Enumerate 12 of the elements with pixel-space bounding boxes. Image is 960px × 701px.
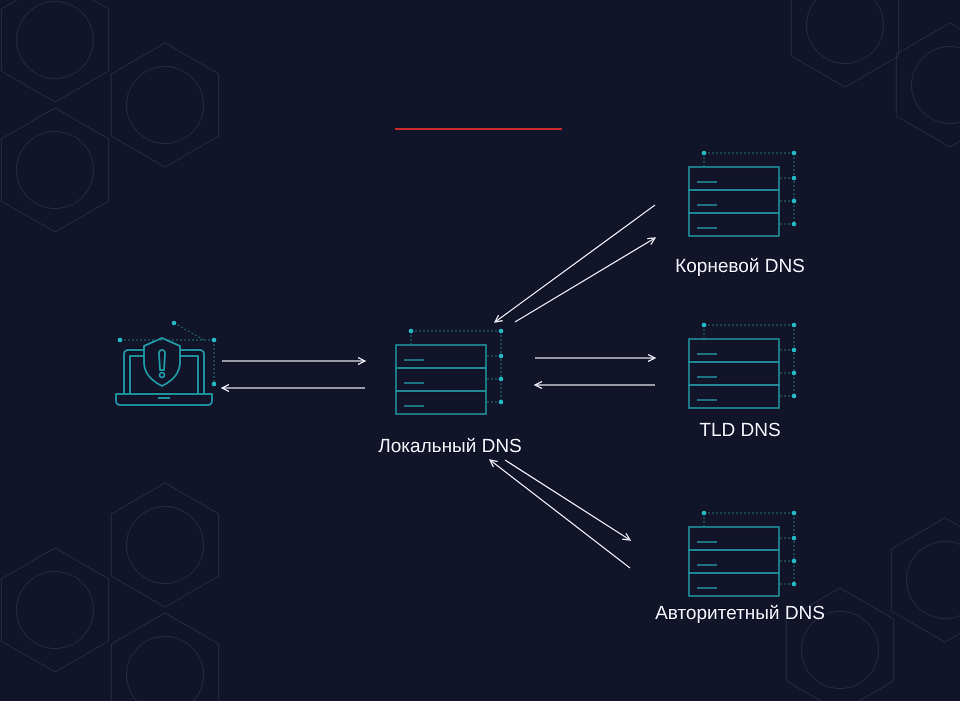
server-label: Авторитетный DNS (654, 603, 826, 625)
arrow (535, 354, 656, 362)
arrow (514, 237, 656, 323)
arrow (504, 459, 631, 541)
arrow (534, 380, 655, 390)
arrow (221, 384, 365, 392)
server-label: Корневой DNS (674, 256, 806, 278)
arrow (494, 204, 656, 323)
server-label: Локальный DNS (377, 436, 523, 458)
server-label: TLD DNS (698, 420, 782, 442)
arrow (222, 356, 366, 366)
arrow (489, 459, 630, 569)
